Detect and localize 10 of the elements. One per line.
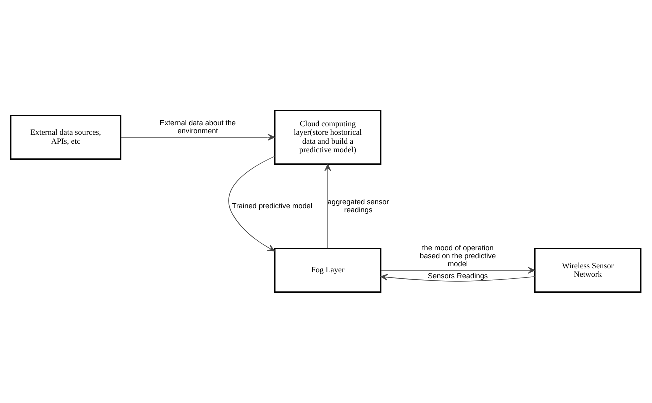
edge-label: External data about the environment: [160, 118, 236, 136]
edge-label: aggregated sensor readings: [328, 197, 390, 214]
arrow: [228, 156, 276, 252]
arrow: [120, 134, 276, 141]
arrow: [324, 164, 332, 249]
edge-label: the mood of operation based on the predictive model: [420, 243, 496, 268]
edge-label: Trained predictive model: [232, 201, 313, 210]
edge-label: Sensors Readings: [428, 271, 488, 280]
arrow: [380, 274, 536, 282]
arrow: [380, 267, 536, 274]
